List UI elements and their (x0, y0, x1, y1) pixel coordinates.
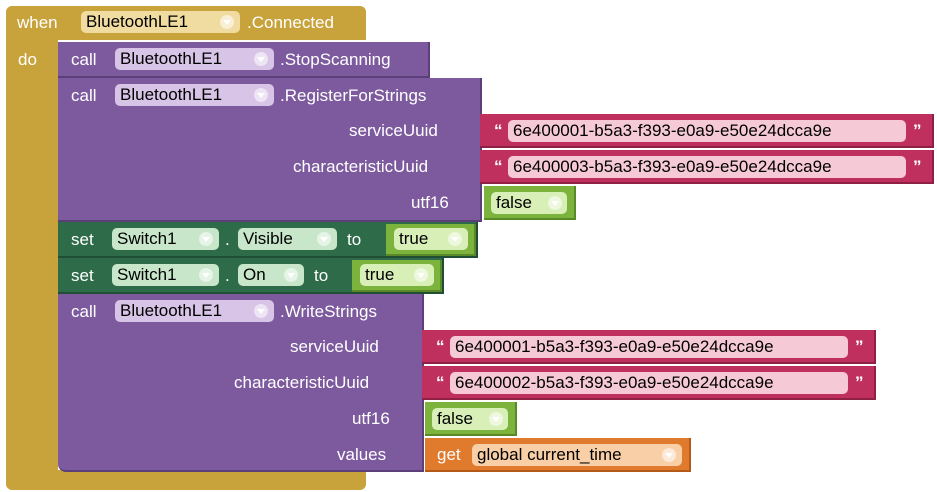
close-quote: ” (913, 121, 922, 140)
chevron-down-icon[interactable] (414, 268, 428, 282)
service-uuid-input[interactable]: 6e400001-b5a3-f393-e0a9-e50e24dcca9e (508, 120, 906, 142)
on-true-dropdown[interactable]: true (360, 264, 434, 286)
service-uuid-label: serviceUuid (290, 337, 379, 356)
call-label: call (71, 86, 97, 105)
utf16-boolean-value: false (496, 193, 532, 212)
event-component-dropdown[interactable]: BluetoothLE1 (81, 11, 240, 33)
chevron-down-icon[interactable] (662, 448, 676, 462)
get-label: get (437, 445, 461, 464)
chevron-down-icon[interactable] (448, 232, 462, 246)
utf16-boolean-dropdown[interactable]: false (491, 192, 567, 214)
chevron-down-icon[interactable] (254, 88, 268, 102)
set-label: set (71, 230, 94, 249)
set-visible-property-dropdown[interactable]: Visible (238, 228, 337, 250)
close-quote: ” (913, 157, 922, 176)
event-name: .Connected (247, 13, 334, 32)
characteristic-uuid-value: 6e400003-b5a3-f393-e0a9-e50e24dcca9e (513, 157, 832, 176)
utf16-label: utf16 (352, 409, 390, 428)
to-label: to (347, 230, 362, 249)
when-block-left-arm (6, 40, 58, 472)
set-on-property-text: On (243, 265, 266, 284)
chevron-down-icon[interactable] (254, 52, 268, 66)
register-component-dropdown[interactable]: BluetoothLE1 (115, 84, 274, 106)
set-visible-component-text: Switch1 (117, 229, 177, 248)
write-utf16-boolean-dropdown[interactable]: false (432, 408, 508, 430)
chevron-down-icon[interactable] (220, 15, 234, 29)
chevron-down-icon[interactable] (489, 412, 503, 426)
characteristic-uuid-input[interactable]: 6e400003-b5a3-f393-e0a9-e50e24dcca9e (508, 156, 906, 178)
dot-separator: . (225, 230, 230, 249)
write-service-uuid-input[interactable]: 6e400001-b5a3-f393-e0a9-e50e24dcca9e (450, 336, 848, 358)
set-visible-component-dropdown[interactable]: Switch1 (112, 228, 219, 250)
characteristic-uuid-label: characteristicUuid (293, 157, 429, 176)
set-visible-property-text: Visible (243, 229, 293, 248)
chevron-down-icon[interactable] (284, 268, 298, 282)
stop-scanning-component-dropdown[interactable]: BluetoothLE1 (115, 48, 274, 70)
call-label: call (71, 50, 97, 69)
values-label: values (337, 445, 387, 464)
event-component-text: BluetoothLE1 (86, 12, 189, 31)
close-quote: ” (855, 337, 864, 356)
write-characteristic-uuid-value: 6e400002-b5a3-f393-e0a9-e50e24dcca9e (455, 373, 774, 392)
set-on-component-dropdown[interactable]: Switch1 (112, 264, 219, 286)
set-on-component-text: Switch1 (117, 265, 177, 284)
dot-separator: . (225, 266, 230, 285)
write-component-text: BluetoothLE1 (120, 301, 223, 320)
visible-true-dropdown[interactable]: true (394, 228, 468, 250)
open-quote: “ (494, 157, 503, 176)
do-label: do (18, 50, 37, 69)
when-block-bottom (6, 470, 366, 490)
write-characteristic-uuid-input[interactable]: 6e400002-b5a3-f393-e0a9-e50e24dcca9e (450, 372, 848, 394)
register-component-text: BluetoothLE1 (120, 85, 223, 104)
set-label: set (71, 266, 94, 285)
write-method: .WriteStrings (280, 302, 377, 321)
open-quote: “ (436, 373, 445, 392)
characteristic-uuid-label: characteristicUuid (234, 373, 370, 392)
chevron-down-icon[interactable] (199, 232, 213, 246)
chevron-down-icon[interactable] (317, 232, 331, 246)
open-quote: “ (436, 337, 445, 356)
service-uuid-label: serviceUuid (349, 121, 438, 140)
register-method: .RegisterForStrings (280, 86, 427, 105)
when-label: when (17, 13, 58, 32)
set-on-property-dropdown[interactable]: On (238, 264, 304, 286)
stop-scanning-component-text: BluetoothLE1 (120, 49, 223, 68)
service-uuid-value: 6e400001-b5a3-f393-e0a9-e50e24dcca9e (513, 121, 832, 140)
write-service-uuid-value: 6e400001-b5a3-f393-e0a9-e50e24dcca9e (455, 337, 774, 356)
open-quote: “ (494, 121, 503, 140)
variable-name: global current_time (477, 445, 622, 464)
stop-scanning-method: .StopScanning (280, 50, 391, 69)
write-strings-block[interactable] (58, 294, 424, 472)
write-utf16-boolean-value: false (437, 409, 473, 428)
call-label: call (71, 302, 97, 321)
close-quote: ” (855, 373, 864, 392)
chevron-down-icon[interactable] (548, 196, 562, 210)
variable-dropdown[interactable]: global current_time (472, 444, 682, 466)
chevron-down-icon[interactable] (254, 304, 268, 318)
utf16-label: utf16 (411, 193, 449, 212)
on-true-value: true (365, 265, 395, 284)
write-component-dropdown[interactable]: BluetoothLE1 (115, 300, 274, 322)
visible-true-value: true (399, 229, 429, 248)
chevron-down-icon[interactable] (199, 268, 213, 282)
to-label: to (314, 266, 329, 285)
